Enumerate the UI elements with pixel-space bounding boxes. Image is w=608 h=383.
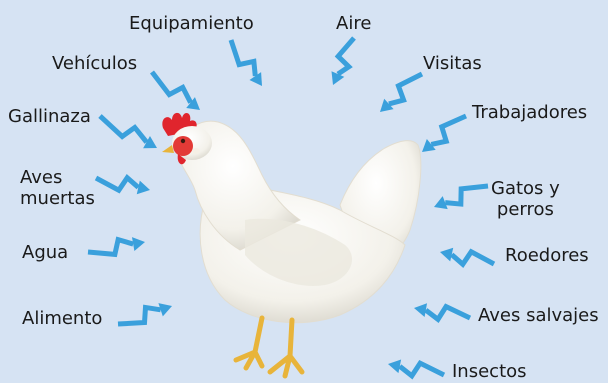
arrow-group [87,36,496,380]
arrow-gatos-perros-head [434,196,448,210]
arrow-alimento-head [158,303,172,317]
label-equipamiento: Equipamiento [129,13,254,34]
hen-wing [245,218,353,286]
arrow-gatos-perros [444,183,489,207]
hen-illustration [162,112,422,379]
hen-leg-right [267,317,305,379]
label-aves-muertas: Aves muertas [20,167,95,209]
label-roedores: Roedores [505,245,589,266]
label-agua: Agua [22,242,69,263]
arrow-roedores-head [440,247,454,262]
hen-eye [180,138,186,144]
hen-neck [177,120,301,251]
label-vehiculos: Vehículos [52,53,138,74]
arrow-vehiculos-head [186,97,200,110]
arrow-equipamiento [228,39,258,77]
label-trabajadores: Trabajadores [472,102,588,123]
arrow-visitas-head [380,98,394,112]
arrow-aves-muertas-head [136,180,150,195]
hen-leg-left [233,315,265,371]
arrow-aves-salvajes-head [414,303,428,318]
arrow-vehiculos [150,70,193,104]
label-insectos: Insectos [452,361,527,382]
arrow-insectos-head [388,359,402,374]
label-alimento: Alimento [22,308,103,329]
arrow-insectos [398,359,446,380]
arrow-gallinaza [98,114,149,144]
hen-beak [162,145,174,153]
label-aire: Aire [336,13,372,34]
label-gallinaza: Gallinaza [8,106,91,127]
label-gatos-perros: Gatos y perros [491,178,560,220]
arrow-trabajadores-head [422,138,436,152]
arrow-aire [334,36,356,77]
hen-earlobe [192,148,200,154]
arrow-alimento [117,304,161,327]
hen-face [173,136,193,156]
arrow-trabajadores [430,113,468,147]
label-aves-salvajes: Aves salvajes [478,305,599,326]
arrow-agua [87,236,134,258]
label-visitas: Visitas [423,53,482,74]
arrow-roedores [450,248,496,268]
arrow-gallinaza-head [143,136,157,149]
arrow-agua-head [131,237,145,251]
arrow-aves-muertas [94,174,140,194]
arrow-equipamiento-head [249,72,262,86]
hen-wattle [177,154,186,165]
arrow-aire-head [331,71,345,85]
arrow-visitas [388,71,424,107]
arrow-aves-salvajes [424,303,472,324]
